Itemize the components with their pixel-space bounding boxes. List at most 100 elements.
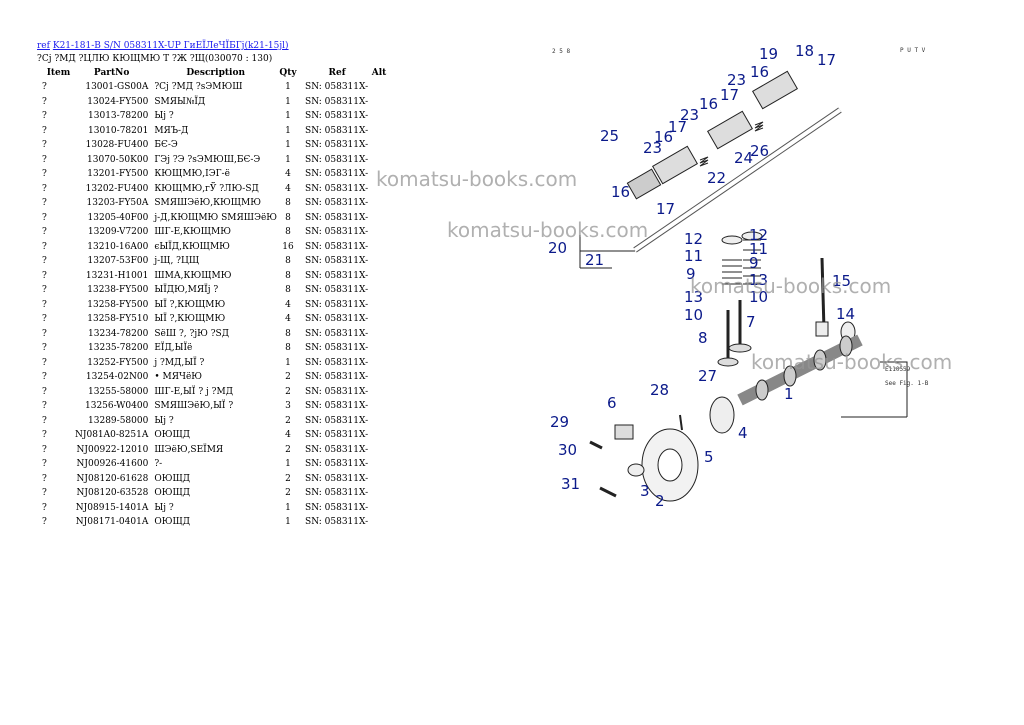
cell-item: ? bbox=[42, 241, 47, 252]
cell-ref: SN: 058311X- bbox=[305, 386, 369, 397]
callout-18: 18 bbox=[795, 42, 814, 60]
cell-item: ? bbox=[42, 285, 47, 296]
cell-ref: SN: 058311X- bbox=[305, 415, 369, 426]
col-header-item: Item bbox=[46, 68, 71, 78]
cell-item: ? bbox=[42, 415, 47, 426]
cell-description: ШГ-Е,ЫЇ ? ј ?МД bbox=[154, 386, 234, 397]
cell-item: ? bbox=[42, 111, 47, 122]
cell-description: ј-Щ, ?ЦЩ bbox=[154, 256, 200, 267]
cell-description: ј-Д,КЮЩМЮ SМЯШЭёЮ bbox=[154, 212, 278, 223]
col-header-alt: Alt bbox=[371, 68, 387, 78]
cell-ref: SN: 058311X- bbox=[305, 401, 369, 412]
cell-ref: SN: 058311X- bbox=[305, 82, 369, 93]
cell-qty: 1 bbox=[285, 357, 291, 368]
cell-item: ? bbox=[42, 140, 47, 151]
cell-item: ? bbox=[42, 82, 47, 93]
camshaft-valve-diagram: 19 18 17 16 23 17 16 23 25 16 23 17 22 2… bbox=[548, 42, 929, 510]
cell-item: ? bbox=[42, 183, 47, 194]
cell-qty: 8 bbox=[285, 285, 291, 296]
cell-qty: 8 bbox=[285, 256, 291, 267]
cell-description: ЫЇДЮ,МЯЇј ? bbox=[154, 285, 219, 296]
cell-partno: 13235-78200 bbox=[88, 343, 149, 354]
cell-partno: NJ08171-0401A bbox=[75, 517, 149, 528]
cell-description: ОЮЩД bbox=[154, 473, 191, 484]
cell-item: ? bbox=[42, 299, 47, 310]
cell-partno: 13201-FY500 bbox=[87, 169, 149, 180]
cell-description: БЄ-Э bbox=[154, 140, 178, 151]
callout-17: 17 bbox=[817, 51, 836, 69]
cell-alt bbox=[369, 457, 389, 472]
cell-description: ЫЇ ?,КЮЩМЮ bbox=[154, 299, 226, 310]
callout-5: 5 bbox=[704, 448, 714, 466]
cell-item: ? bbox=[42, 212, 47, 223]
cell-alt bbox=[369, 95, 389, 110]
cell-ref: SN: 058311X- bbox=[305, 314, 369, 325]
cell-partno: 13028-FU400 bbox=[85, 140, 149, 151]
col-header-partno: PartNo bbox=[93, 68, 130, 78]
cell-ref: SN: 058311X- bbox=[305, 183, 369, 194]
cell-alt bbox=[369, 472, 389, 487]
cell-ref: SN: 058311X- bbox=[305, 169, 369, 180]
cell-description: МЯЪ-Д bbox=[154, 125, 189, 136]
cell-ref: SN: 058311X- bbox=[305, 328, 369, 339]
cell-alt bbox=[369, 385, 389, 400]
cell-description: ШГ-Е,КЮЩМЮ bbox=[154, 227, 231, 238]
callout-24: 24 bbox=[734, 149, 753, 167]
cell-ref: SN: 058311X- bbox=[305, 357, 369, 368]
cell-item: ? bbox=[42, 328, 47, 339]
cell-qty: 1 bbox=[285, 111, 291, 122]
cell-partno: 13024-FY500 bbox=[87, 96, 149, 107]
callout-22: 22 bbox=[707, 169, 726, 187]
callout-23: 23 bbox=[680, 106, 699, 124]
cell-item: ? bbox=[42, 502, 47, 513]
cell-alt bbox=[369, 341, 389, 356]
cell-alt bbox=[369, 327, 389, 342]
diagram-corner-left: 2 5 8 bbox=[552, 48, 570, 55]
cell-qty: 1 bbox=[285, 517, 291, 528]
col-header-ref: Ref bbox=[328, 68, 346, 78]
page-header: ref K21-181-B S/N 058311X-UP ГиЕЇЛеЧЇБГј… bbox=[37, 40, 289, 65]
callout-20: 20 bbox=[548, 239, 567, 257]
cell-description: ГЭј ?Э ?sЭМЮШ,БЄ-Э bbox=[154, 154, 261, 165]
cell-qty: 8 bbox=[285, 198, 291, 209]
cell-partno: 13013-78200 bbox=[88, 111, 149, 122]
cell-alt bbox=[369, 138, 389, 153]
cell-description: ?Сј ?МД ?sЭМЮШ bbox=[154, 82, 243, 93]
cell-alt bbox=[369, 269, 389, 284]
cell-ref: SN: 058311X- bbox=[305, 198, 369, 209]
callout-9: 9 bbox=[686, 265, 696, 283]
cell-partno: 13202-FU400 bbox=[85, 183, 149, 194]
cell-qty: 2 bbox=[285, 488, 291, 499]
diagram-corner-right: P U T V bbox=[900, 47, 926, 54]
callout-2: 2 bbox=[655, 492, 665, 510]
callout-29: 29 bbox=[550, 413, 569, 431]
callout-25: 25 bbox=[600, 127, 619, 145]
callout-23: 23 bbox=[643, 139, 662, 157]
cell-alt bbox=[369, 486, 389, 501]
callout-12: 12 bbox=[749, 226, 768, 244]
section-subtitle: ?Сј ?МД ?ЦЛЮ КЮЩМЮ Т ?Ж ?Щ(030070 : 130) bbox=[37, 54, 273, 64]
cell-description: ОЮЩД bbox=[154, 488, 191, 499]
cell-ref: SN: 058311X- bbox=[305, 502, 369, 513]
callout-6: 6 bbox=[607, 394, 617, 412]
cell-ref: SN: 058311X- bbox=[305, 517, 369, 528]
cell-alt bbox=[369, 211, 389, 226]
cell-qty: 4 bbox=[285, 299, 291, 310]
ref-link[interactable]: ref bbox=[37, 41, 50, 51]
cell-description: Ыј ? bbox=[154, 415, 174, 426]
catalog-title-link[interactable]: K21-181-B S/N 058311X-UP ГиЕЇЛеЧЇБГј(k21… bbox=[52, 41, 289, 51]
cell-item: ? bbox=[42, 169, 47, 180]
watermark: komatsu-books.com bbox=[376, 167, 578, 191]
cell-description: КЮЩМЮ,гЎ ?ЛЮ-SД bbox=[154, 183, 259, 194]
callout-17: 17 bbox=[720, 86, 739, 104]
callout-4: 4 bbox=[738, 424, 748, 442]
cell-partno: 13010-78201 bbox=[88, 125, 149, 136]
